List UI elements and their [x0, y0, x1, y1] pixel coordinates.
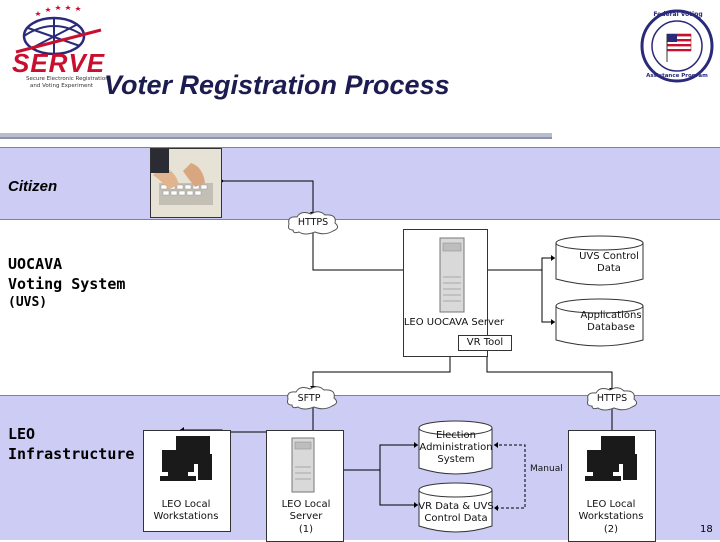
leo-server-num: (1) [298, 524, 314, 535]
leo-server-label-1: LEO Local [281, 499, 331, 510]
applications-label-2: Database [587, 322, 635, 333]
uvs-control-db: UVS Control Data [555, 235, 645, 287]
leo-ws-label-1: LEO Local [161, 499, 211, 510]
flag-seal-icon [640, 9, 714, 83]
uvs-label-3: (UVS) [8, 295, 48, 310]
server-tower-icon [439, 237, 465, 313]
leo-label-2: Infrastructure [8, 445, 135, 463]
applications-label-1: Applications [580, 310, 642, 321]
uvs-label-1: UOCAVA [8, 255, 63, 273]
database-icon [555, 298, 644, 347]
seal-bottom-text: Assistance Program [646, 73, 708, 79]
leo-ws-label-2: Workstations [153, 511, 219, 522]
zone-divider [0, 219, 720, 220]
election-admin-label-1: Election [436, 430, 476, 441]
serve-logo: SERVE Secure Electronic Registration and… [6, 2, 118, 94]
uvs-label-2: Voting System [8, 275, 126, 293]
uvs-control-label-1: UVS Control [579, 251, 639, 262]
https-right-label: HTTPS [596, 393, 628, 404]
election-admin-db: Election Administration System [418, 420, 494, 476]
vr-tool-box: VR Tool [458, 335, 512, 351]
leo-label-1: LEO [8, 425, 36, 443]
logo-tagline-1: Secure Electronic Registration [26, 76, 109, 82]
https-cloud-top: HTTPS [285, 210, 341, 236]
leo-ws2-label-2: Workstations [578, 511, 644, 522]
page-title: Voter Registration Process [104, 70, 450, 100]
database-icon [555, 235, 644, 286]
zone-divider [0, 147, 720, 148]
election-admin-label-2: Administration [419, 442, 493, 453]
vr-data-label-2: Control Data [424, 513, 488, 524]
election-admin-label-3: System [437, 454, 475, 465]
uvs-control-label-2: Data [597, 263, 621, 274]
cloud-icon [288, 211, 339, 235]
leo-ws2-num: (2) [603, 524, 619, 535]
title-underline-shadow [0, 137, 552, 139]
vr-data-label-1: VR Data & UVS [418, 501, 494, 512]
logo-tagline-2: and Voting Experiment [30, 83, 93, 89]
applications-db: Applications Database [555, 298, 645, 348]
leo-server-label-2: Server [289, 511, 323, 522]
sftp-label: SFTP [297, 393, 321, 404]
fvap-seal: Federal Voting Assistance Program [640, 8, 720, 88]
leo-ws2-label-1: LEO Local [586, 499, 636, 510]
vr-data-db: VR Data & UVS Control Data [418, 482, 494, 534]
cloud-icon [587, 387, 638, 411]
workstations-icon [158, 434, 218, 484]
workstations-icon [583, 434, 643, 484]
seal-top-text: Federal Voting [653, 11, 703, 18]
https-top-label: HTTPS [297, 217, 329, 228]
page-number: 18 [700, 524, 713, 535]
manual-label: Manual [530, 464, 563, 474]
database-icon [418, 420, 493, 475]
typing-hands-icon [151, 149, 221, 217]
citizen-photo [150, 148, 222, 218]
sftp-cloud: SFTP [284, 385, 340, 411]
cloud-icon [287, 386, 338, 410]
database-icon [418, 482, 493, 533]
citizen-zone [0, 147, 720, 219]
logo-serve-text: SERVE [12, 48, 106, 78]
server-tower-icon [291, 437, 315, 493]
globe-icon [15, 5, 102, 56]
zone-divider [0, 395, 720, 396]
https-cloud-right: HTTPS [584, 386, 640, 412]
leo-uocava-server-label: LEO UOCAVA Server [403, 317, 505, 328]
title-underline [0, 133, 552, 137]
citizen-label: Citizen [8, 178, 58, 195]
